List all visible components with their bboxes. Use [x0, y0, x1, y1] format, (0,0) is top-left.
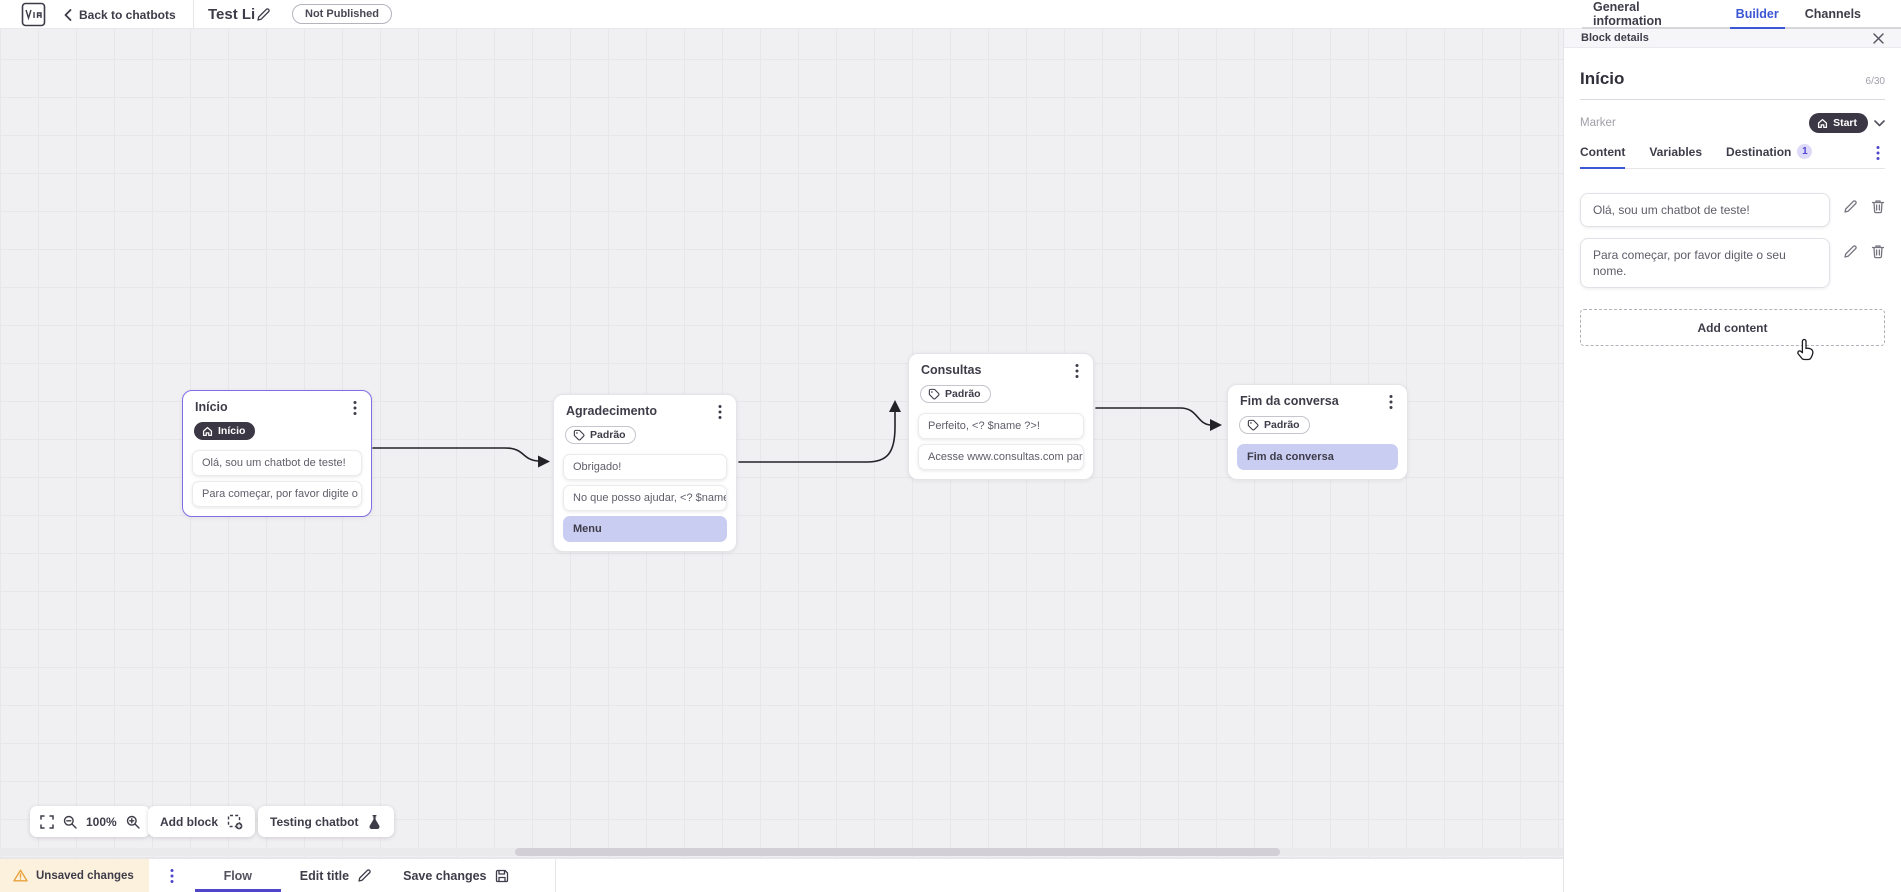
- node-message[interactable]: No que posso ajudar, <? $name ...: [563, 485, 727, 511]
- tab-general-information[interactable]: General information: [1593, 0, 1662, 28]
- kebab-menu-icon[interactable]: [1070, 363, 1084, 379]
- hscrollbar-thumb[interactable]: [515, 848, 1280, 856]
- panel-header: Block details: [1564, 29, 1901, 48]
- pencil-icon: [358, 869, 371, 882]
- content-text-box[interactable]: Olá, sou um chatbot de teste!: [1580, 193, 1830, 227]
- zoom-in-icon[interactable]: [126, 815, 140, 829]
- content-row: Olá, sou um chatbot de teste!: [1580, 193, 1885, 227]
- delete-content-trash-icon[interactable]: [1871, 199, 1885, 214]
- save-icon: [495, 869, 508, 882]
- home-icon: [1818, 118, 1828, 128]
- node-tag-default: Padrão: [1239, 416, 1310, 434]
- node-title: Início: [195, 400, 228, 414]
- node-message-menu[interactable]: Menu: [563, 516, 727, 542]
- block-title-value: Início: [1580, 69, 1625, 88]
- start-pill: Start: [1809, 113, 1868, 133]
- tag-icon: [1247, 419, 1259, 431]
- panel-tab-variables[interactable]: Variables: [1649, 144, 1703, 159]
- panel-tab-destination[interactable]: Destination 1: [1726, 144, 1813, 168]
- zoom-level: 100%: [86, 814, 117, 829]
- bottom-bar: Unsaved changes Flow Edit title Save cha…: [0, 858, 1563, 892]
- topbar-divider: [193, 0, 194, 28]
- content-list: Olá, sou um chatbot de teste! Para começ…: [1580, 193, 1885, 288]
- delete-content-trash-icon[interactable]: [1871, 244, 1885, 259]
- back-button[interactable]: Back to chatbots: [64, 0, 176, 29]
- edit-title-button[interactable]: Edit title: [300, 859, 372, 892]
- testing-chatbot-button[interactable]: Testing chatbot: [258, 806, 395, 837]
- add-content-button[interactable]: Add content: [1580, 309, 1885, 346]
- bottombar-divider: [554, 859, 556, 892]
- tab-channels[interactable]: Channels: [1804, 6, 1861, 21]
- panel-kebab-menu-icon[interactable]: [1871, 145, 1885, 161]
- marker-row: Marker Start: [1580, 113, 1885, 133]
- zoom-controls: 100%: [30, 806, 150, 837]
- close-icon[interactable]: [1873, 32, 1884, 44]
- node-tag-default: Padrão: [920, 385, 991, 403]
- app-logo-icon[interactable]: [21, 2, 46, 27]
- node-tag-default: Padrão: [565, 426, 636, 444]
- node-message[interactable]: Acesse www.consultas.com par...: [918, 444, 1084, 470]
- content-row: Para começar, por favor digite o seu nom…: [1580, 238, 1885, 288]
- save-changes-button[interactable]: Save changes: [403, 859, 508, 892]
- unsaved-changes-badge: Unsaved changes: [0, 859, 149, 892]
- chevron-down-icon: [1874, 119, 1885, 126]
- panel-header-title: Block details: [1581, 32, 1649, 44]
- bottombar-kebab-menu-icon[interactable]: [149, 859, 195, 892]
- tab-flow[interactable]: Flow: [194, 859, 281, 892]
- char-counter: 6/30: [1865, 76, 1885, 87]
- top-bar: Back to chatbots Test Li Not Published G…: [0, 0, 1901, 29]
- home-icon: [202, 426, 213, 436]
- edit-content-pencil-icon[interactable]: [1843, 244, 1858, 259]
- fullscreen-icon[interactable]: [40, 814, 54, 829]
- warning-icon: [13, 869, 28, 882]
- add-block-button[interactable]: Add block: [148, 806, 256, 837]
- block-title-input[interactable]: Início 6/30: [1580, 69, 1885, 100]
- kebab-menu-icon[interactable]: [1384, 394, 1398, 410]
- flow-canvas[interactable]: Início Início Olá, sou um chatbot de tes…: [0, 29, 1563, 858]
- block-details-panel: Block details Início 6/30 Marker Start: [1563, 29, 1901, 892]
- marker-label: Marker: [1580, 117, 1616, 129]
- back-label: Back to chatbots: [79, 7, 176, 22]
- edit-title-pencil-icon[interactable]: [256, 7, 271, 22]
- zoom-out-icon[interactable]: [63, 815, 77, 829]
- destination-badge: 1: [1797, 144, 1813, 159]
- node-agradecimento[interactable]: Agradecimento Padrão Obrigado! No que po…: [553, 394, 737, 552]
- node-title: Fim da conversa: [1240, 394, 1339, 408]
- add-block-icon: [227, 814, 243, 830]
- status-badge: Not Published: [292, 4, 392, 24]
- tab-builder[interactable]: Builder: [1729, 0, 1785, 29]
- node-tag-start: Início: [194, 422, 256, 440]
- node-consultas[interactable]: Consultas Padrão Perfeito, <? $name ?>! …: [908, 353, 1094, 480]
- node-message[interactable]: Olá, sou um chatbot de teste!: [192, 449, 362, 476]
- page-title: Test Li: [208, 6, 256, 23]
- node-fim-da-conversa[interactable]: Fim da conversa Padrão Fim da conversa: [1227, 384, 1408, 480]
- top-tabs: General information Builder Channels: [1582, 0, 1901, 29]
- node-message[interactable]: Para começar, por favor digite o ...: [192, 480, 362, 507]
- flow-connectors: [372, 400, 1222, 468]
- kebab-menu-icon[interactable]: [713, 404, 727, 420]
- node-title: Agradecimento: [566, 404, 657, 418]
- panel-tab-content[interactable]: Content: [1580, 145, 1626, 169]
- edit-content-pencil-icon[interactable]: [1843, 199, 1858, 214]
- node-message[interactable]: Perfeito, <? $name ?>!: [918, 413, 1084, 439]
- content-text-box[interactable]: Para começar, por favor digite o seu nom…: [1580, 238, 1830, 288]
- node-message-end[interactable]: Fim da conversa: [1237, 444, 1398, 470]
- chevron-left-icon: [64, 8, 72, 21]
- kebab-menu-icon[interactable]: [348, 400, 362, 416]
- panel-tabs: Content Variables Destination 1: [1580, 144, 1885, 169]
- tag-icon: [573, 429, 585, 441]
- canvas-hscrollbar: [0, 848, 1563, 856]
- marker-dropdown[interactable]: Start: [1809, 113, 1885, 133]
- node-message[interactable]: Obrigado!: [563, 454, 727, 480]
- node-title: Consultas: [921, 363, 982, 377]
- flask-icon: [367, 814, 382, 830]
- tag-icon: [928, 388, 940, 400]
- node-inicio[interactable]: Início Início Olá, sou um chatbot de tes…: [182, 390, 372, 517]
